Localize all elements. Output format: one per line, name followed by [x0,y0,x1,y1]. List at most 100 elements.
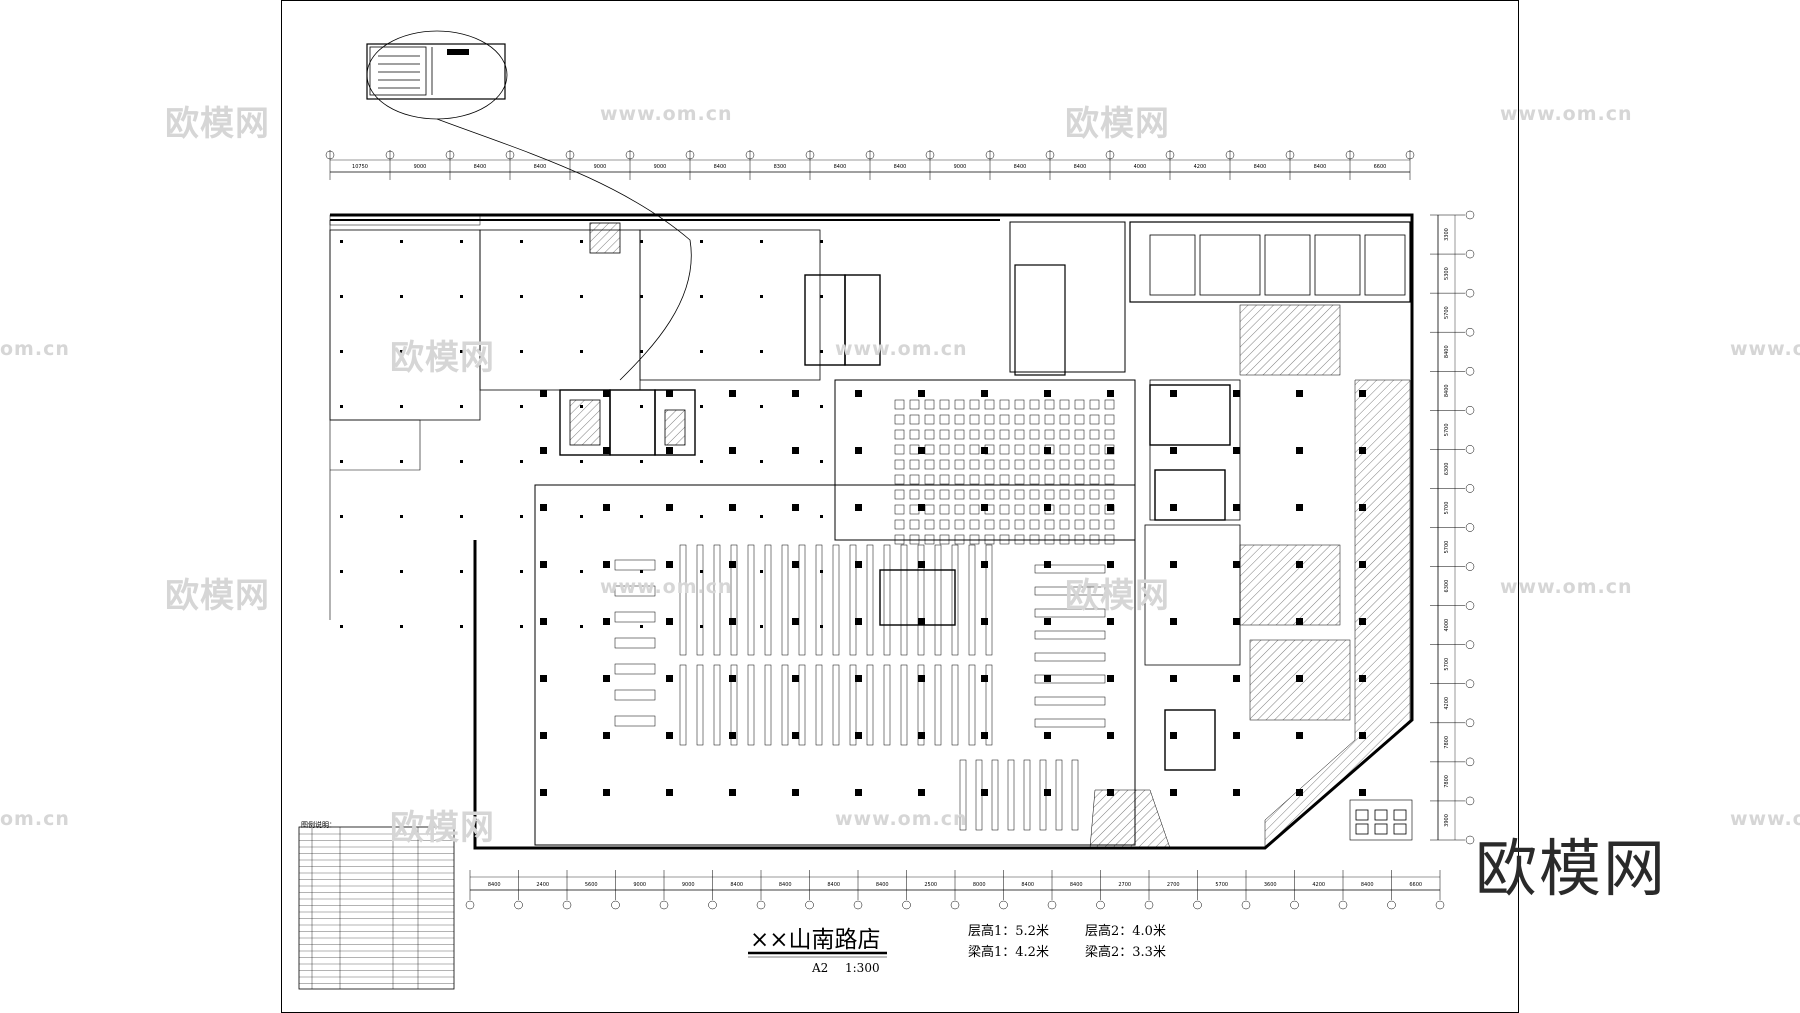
dimension-label: 8400 [1444,345,1450,358]
display-table [1034,718,1106,728]
structural-column [1296,390,1303,397]
dimension-label: 8400 [834,164,847,170]
checkout-counter [999,504,1010,515]
checkout-counter [939,489,950,500]
structural-column [918,732,925,739]
checkout-counter [1059,444,1070,455]
structural-column [855,618,862,625]
axis-bubble [385,150,395,160]
axis-bubble [1225,150,1235,160]
checkout-counter [1059,414,1070,425]
checkout-counter [1089,474,1100,485]
structural-column [700,295,703,298]
structural-column [666,732,673,739]
structural-column [1044,561,1051,568]
drawing-title: ××山南路店 [750,927,881,953]
office-zone [1009,221,1411,373]
checkout-counter [999,444,1010,455]
structural-column [580,240,583,243]
dimension-label: 8400 [1074,164,1087,170]
inset-detail [366,30,692,381]
dimension-label: 5600 [585,882,598,888]
shelf-run [730,664,738,746]
shelf-run [934,664,942,746]
dimension-label: 5700 [1444,541,1450,554]
axis-bubble [1465,210,1475,220]
checkout-counter [1014,519,1025,530]
structural-column [340,460,343,463]
checkout-counter [1104,504,1115,515]
axis-bubble [505,150,515,160]
shelf-run [849,664,857,746]
structural-column [1296,447,1303,454]
structural-column [855,390,862,397]
structural-column [580,350,583,353]
checkout-counter [1074,414,1085,425]
axis-bubble [465,900,475,910]
checkout-counter [939,459,950,470]
structural-column [520,625,523,628]
structural-column [729,504,736,511]
structural-column [666,618,673,625]
watermark-logo: 欧模网 [165,104,270,144]
structural-column [729,675,736,682]
structural-column [700,570,703,573]
axis-bubble [1465,406,1475,415]
axis-bubble [756,900,766,910]
structural-column [460,460,463,463]
structural-column [666,561,673,568]
checkout-counter [924,534,935,545]
axis-bubble [1338,900,1348,910]
checkout-counter [1029,414,1040,425]
shelf-run [815,544,823,656]
shelf-run [968,544,976,656]
shelf-run [696,664,704,746]
structural-column [760,460,763,463]
structural-column [640,515,643,518]
checkout-counter [924,504,935,515]
axis-bubble [708,900,717,910]
checkout-counter [1044,399,1055,410]
structural-column [1359,789,1366,796]
structural-column [520,570,523,573]
axis-bubble [1465,679,1475,688]
structural-column [918,618,925,625]
checkout-counter [984,429,995,440]
dimension-label: 6300 [1444,463,1450,476]
dimension-label: 8400 [730,882,743,888]
checkout-counter [954,399,965,410]
axis-bubble [1465,484,1475,493]
checkout-counter [984,504,995,515]
axis-bubble [1465,288,1475,298]
dimension-label: 9000 [414,164,427,170]
checkout-counter [1059,399,1070,410]
checkout-counter [924,519,935,530]
checkout-counter [999,399,1010,410]
structural-column [1044,390,1051,397]
beam-height-1: 梁高1：4.2米 [968,945,1049,960]
shelf-run [849,544,857,656]
structural-column [1170,675,1177,682]
dimension-label: 6600 [1374,164,1387,170]
checkout-counter [1074,534,1085,545]
structural-column [540,447,547,454]
dimension-label: 7800 [1444,775,1450,788]
watermark-url: www.om.cn [835,808,968,830]
structural-column [400,350,403,353]
display-table [614,715,656,727]
axis-bubble [1387,900,1396,910]
axis-bubble [1465,445,1475,454]
watermark-url: om.cn [0,808,70,830]
checkout-counter [909,534,920,545]
shelf-run [815,664,823,746]
structural-column [792,732,799,739]
axis-bubble [611,900,620,910]
dimension-label: 9000 [654,164,667,170]
structural-column [760,515,763,518]
checkout-counter [999,414,1010,425]
display-table [614,663,656,675]
checkout-counter [894,399,905,410]
shelf-run [798,544,806,656]
shelf-run [951,544,959,656]
